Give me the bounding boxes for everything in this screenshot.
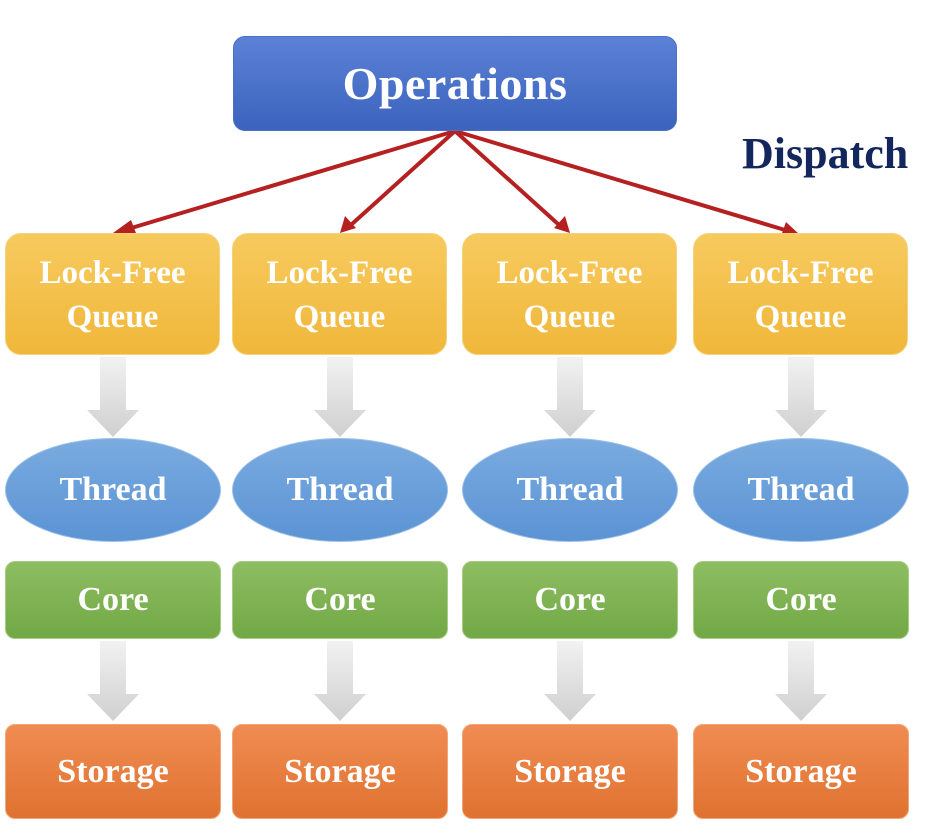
- thread-label: Thread: [59, 471, 167, 508]
- queue-label-line1: Lock-Free: [266, 255, 413, 291]
- storage-node: Storage: [232, 724, 448, 819]
- flow-arrow: [314, 357, 366, 437]
- core-label: Core: [534, 581, 606, 618]
- lock-free-queue-node: Lock-Free Queue: [232, 233, 447, 355]
- thread-label: Thread: [516, 471, 624, 508]
- flow-arrow: [87, 357, 139, 437]
- dispatch-arrow-4: [454, 129, 786, 232]
- core-node: Core: [232, 561, 448, 639]
- storage-label: Storage: [57, 752, 169, 790]
- queue-label-line2: Queue: [293, 299, 386, 335]
- storage-label: Storage: [745, 752, 857, 790]
- dispatch-arrows: [113, 129, 800, 236]
- flow-arrow: [314, 641, 366, 721]
- storage-label: Storage: [284, 752, 396, 790]
- core-label: Core: [77, 581, 149, 618]
- dispatch-arrowhead-2: [340, 216, 356, 233]
- queue-label-line2: Queue: [66, 299, 159, 335]
- thread-label: Thread: [286, 471, 394, 508]
- thread-label: Thread: [747, 471, 855, 508]
- thread-node: Thread: [232, 438, 448, 542]
- queue-label-line1: Lock-Free: [39, 255, 186, 291]
- dispatch-arrowhead-1: [113, 220, 136, 233]
- core-label: Core: [304, 581, 376, 618]
- core-node: Core: [5, 561, 221, 639]
- core-node: Core: [462, 561, 678, 639]
- thread-node: Thread: [5, 438, 221, 542]
- queue-label-line1: Lock-Free: [496, 255, 643, 291]
- flow-arrows-core-storage: [87, 641, 827, 721]
- flow-arrow: [544, 357, 596, 437]
- queue-label-line2: Queue: [754, 299, 847, 335]
- flow-arrow: [775, 357, 827, 437]
- dispatch-arrowhead-4: [781, 222, 800, 236]
- storage-node: Storage: [693, 724, 909, 819]
- dispatch-label: Dispatch: [742, 129, 909, 178]
- operations-label: Operations: [342, 58, 568, 109]
- lock-free-queue-node: Lock-Free Queue: [5, 233, 220, 355]
- dispatch-arrowhead-3: [554, 216, 570, 233]
- dispatch-arrow-1: [127, 129, 456, 231]
- flow-arrow: [87, 641, 139, 721]
- thread-node: Thread: [693, 438, 909, 542]
- lock-free-queue-node: Lock-Free Queue: [693, 233, 908, 355]
- thread-node: Thread: [462, 438, 678, 542]
- operations-node: Operations: [233, 36, 677, 131]
- flow-arrow: [544, 641, 596, 721]
- core-node: Core: [693, 561, 909, 639]
- flow-arrows-queue-thread: [87, 357, 827, 437]
- dispatch-arrow-3: [453, 129, 560, 226]
- queue-label-line1: Lock-Free: [727, 255, 874, 291]
- storage-node: Storage: [462, 724, 678, 819]
- storage-node: Storage: [5, 724, 221, 819]
- dispatch-arrow-2: [350, 129, 457, 226]
- storage-label: Storage: [514, 752, 626, 790]
- flow-arrow: [775, 641, 827, 721]
- queue-label-line2: Queue: [523, 299, 616, 335]
- lock-free-queue-node: Lock-Free Queue: [462, 233, 677, 355]
- core-label: Core: [765, 581, 837, 618]
